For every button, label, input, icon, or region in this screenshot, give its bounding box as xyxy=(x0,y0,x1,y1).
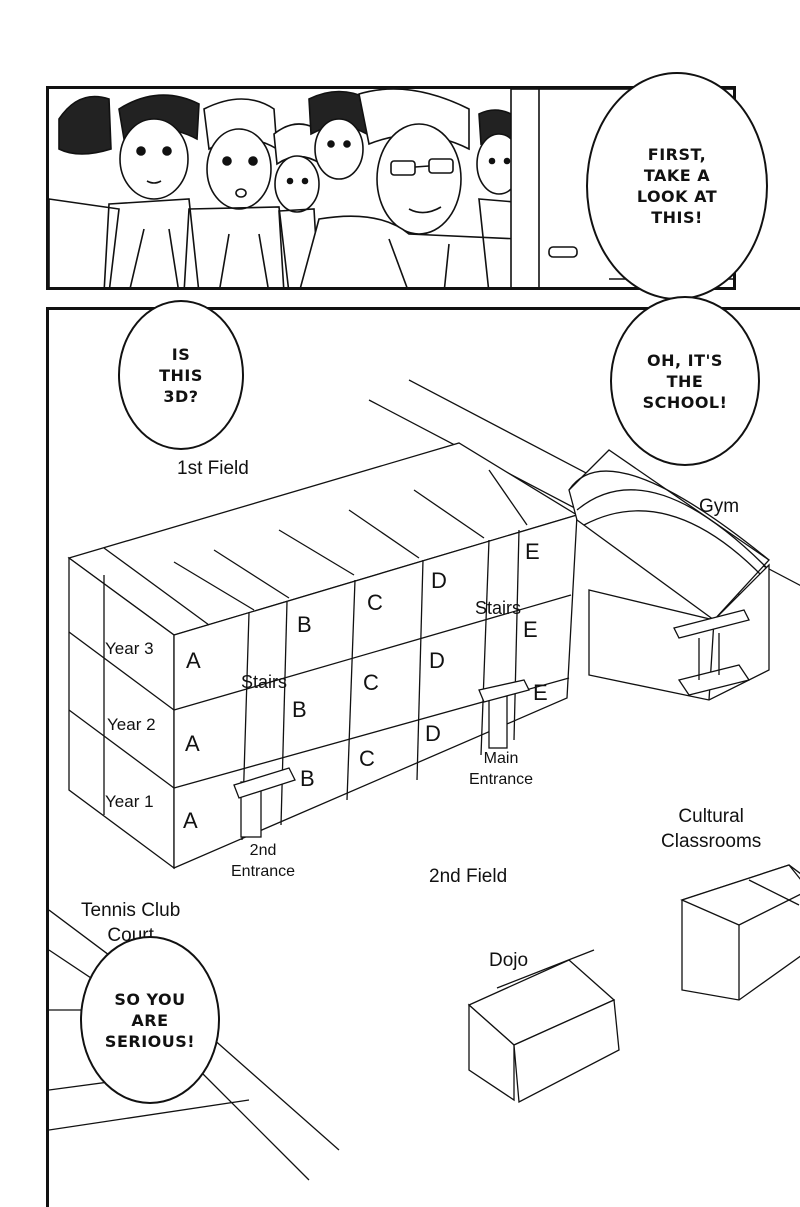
speech-text: IS THIS 3D? xyxy=(159,344,203,406)
class-label: C xyxy=(363,670,379,695)
year-3-label: Year 3 xyxy=(105,639,154,658)
class-label: E xyxy=(523,617,538,642)
year-1-label: Year 1 xyxy=(105,792,154,811)
class-label: E xyxy=(525,539,540,564)
cultural-classrooms-label: Cultural Classrooms xyxy=(661,806,762,852)
class-label: D xyxy=(425,721,441,746)
speech-text: FIRST, TAKE A LOOK AT THIS! xyxy=(636,145,718,227)
gym-label: Gym xyxy=(699,496,740,517)
class-label: B xyxy=(297,612,312,637)
speech-text: SO YOU ARE SERIOUS! xyxy=(104,989,196,1051)
class-label: D xyxy=(431,568,447,593)
class-label: A xyxy=(186,648,201,673)
class-label: D xyxy=(429,648,445,673)
class-label: B xyxy=(300,766,315,791)
speech-bubble-serious: SO YOU ARE SERIOUS! xyxy=(80,936,220,1104)
class-label: A xyxy=(183,808,198,833)
stairs-label-right: Stairs xyxy=(475,598,522,618)
gym-building xyxy=(568,449,770,701)
dojo-label: Dojo xyxy=(489,950,529,971)
speech-bubble-oh-school: OH, IT'S THE SCHOOL! xyxy=(610,296,760,466)
second-entrance-label: 2nd Entrance xyxy=(231,842,296,880)
school-3d-map xyxy=(49,379,800,1181)
class-label: A xyxy=(185,731,200,756)
speech-bubble-is-this-3d: IS THIS 3D? xyxy=(118,300,244,450)
cultural-classrooms-building xyxy=(680,864,800,1001)
year-2-label: Year 2 xyxy=(107,715,156,734)
dojo-building xyxy=(467,949,620,1104)
stairs-label-left: Stairs xyxy=(241,672,288,692)
class-label: E xyxy=(533,680,548,705)
class-label: C xyxy=(367,590,383,615)
first-field-label: 1st Field xyxy=(177,458,249,479)
speech-text: OH, IT'S THE SCHOOL! xyxy=(642,350,728,412)
class-label: C xyxy=(359,746,375,771)
speech-bubble-first-look: FIRST, TAKE A LOOK AT THIS! xyxy=(586,72,768,300)
main-entrance-label: Main Entrance xyxy=(469,750,534,788)
class-label: B xyxy=(292,697,307,722)
second-field-label: 2nd Field xyxy=(429,866,508,887)
